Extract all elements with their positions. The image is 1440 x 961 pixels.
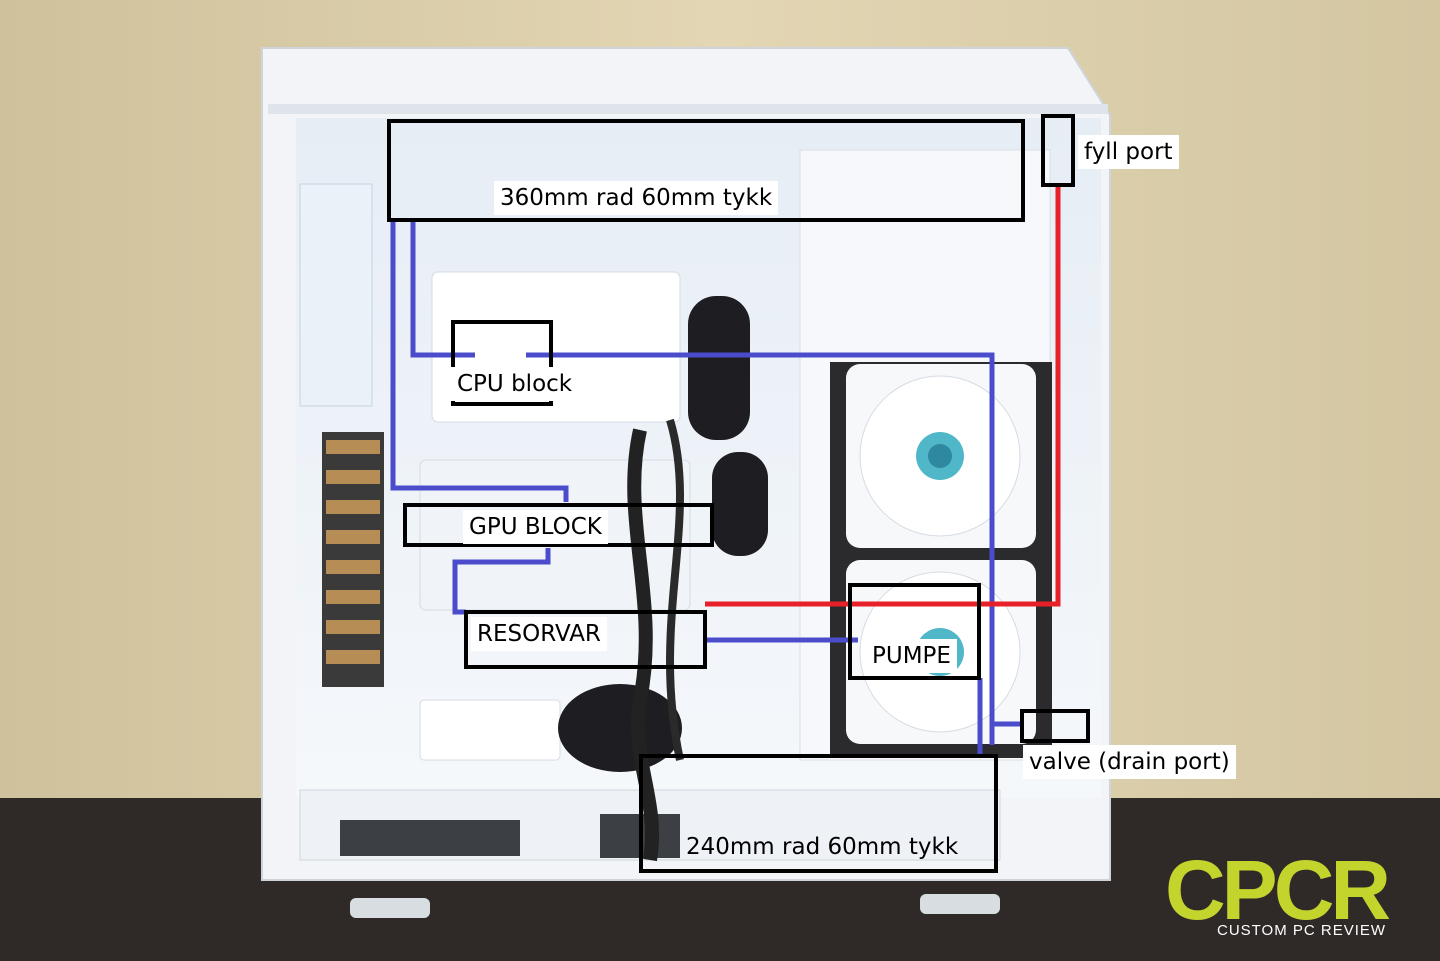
gpu-block-box <box>403 503 714 547</box>
rad360-box <box>387 119 1025 222</box>
cpu-block-box <box>451 320 553 406</box>
reservoir-label: RESORVAR <box>471 617 607 651</box>
drain-valve-label: valve (drain port) <box>1023 745 1236 779</box>
reservoir-box <box>464 610 707 669</box>
pump-box <box>848 583 981 680</box>
rad240-box <box>639 754 998 873</box>
drain-valve-box <box>1020 709 1090 743</box>
gpu-block-label: GPU BLOCK <box>463 510 608 544</box>
tube-cpu-to-front <box>526 352 995 745</box>
fill-port-box <box>1041 114 1075 187</box>
rad360-label: 360mm rad 60mm tykk <box>494 181 779 215</box>
rad240-label: 240mm rad 60mm tykk <box>686 834 959 860</box>
fill-port-label: fyll port <box>1078 135 1179 169</box>
hot-loop-tubing <box>705 186 1061 607</box>
pump-label: PUMPE <box>866 639 957 673</box>
cold-loop-tubing <box>390 222 1022 755</box>
pc-case <box>261 47 1111 918</box>
logo-wordmark: CPCR <box>1165 843 1391 937</box>
tube-rad360-to-gpu <box>390 222 569 502</box>
cpu-block-label: CPU block <box>451 367 579 401</box>
front-fan-top <box>830 362 1052 552</box>
expansion-slots <box>322 432 384 687</box>
annotation-boxes <box>387 114 1090 873</box>
tube-gpu-to-reservoir <box>452 548 551 615</box>
tube-fill-to-reservoir <box>705 186 1061 607</box>
cpcr-logo: CPCR CUSTOM PC REVIEW <box>1165 848 1425 948</box>
logo-tagline: CUSTOM PC REVIEW <box>1217 922 1387 939</box>
